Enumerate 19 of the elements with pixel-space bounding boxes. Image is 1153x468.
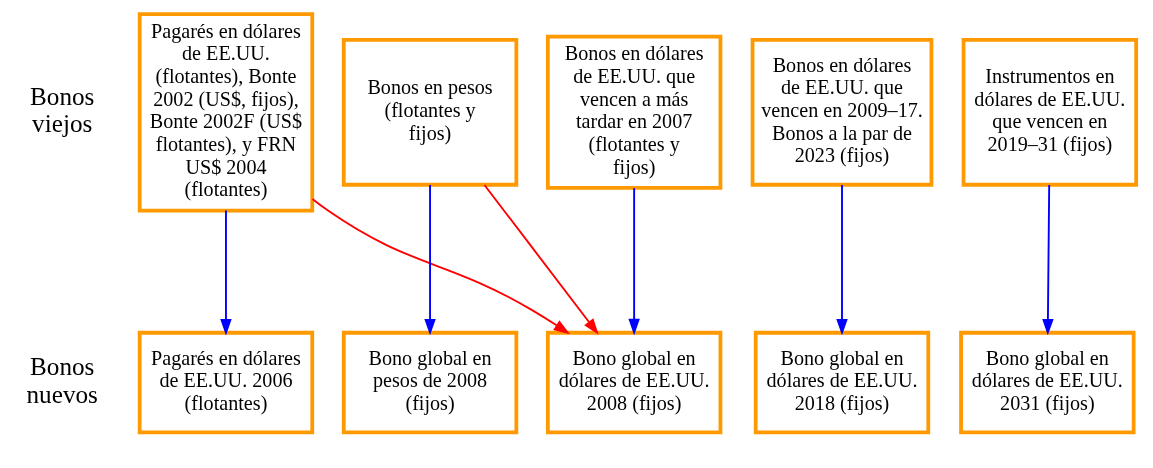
label: Bonos nuevos — [26, 352, 98, 408]
arrow — [220, 209, 232, 335]
node-box: Pagarés en dólares de EE.UU. 2006 (flotantes) — [137, 330, 315, 434]
label: Bonos viejos — [30, 82, 95, 137]
node-box: Bonos en dólares de EE.UU. que vencen a más tardar en 2007 (flotantes y fijos) — [545, 34, 723, 190]
arrow — [628, 186, 640, 335]
node-box: Bonos en pesos (flotantes y fijos) — [341, 37, 519, 187]
arrow — [311, 197, 570, 334]
node-box: Bono global en dólares de EE.UU. 2031 (fijos) — [959, 330, 1136, 434]
node-box: Bono global en dólares de EE.UU. 2018 (fijos) — [753, 330, 931, 434]
arrow — [424, 183, 436, 335]
node-box: Bono global en dólares de EE.UU. 2008 (fijos) — [545, 330, 723, 434]
arrow — [1042, 183, 1054, 335]
arrow — [836, 183, 848, 335]
node-box: Bonos en dólares de EE.UU. que vencen en 2009–17. Bonos a la par de 2023 (fijos) — [750, 37, 934, 187]
node-box: Instrumentos en dólares de EE.UU. que vencen en 2019–31 (fijos) — [961, 37, 1139, 187]
node-box: Bono global en pesos de 2008 (fijos) — [341, 330, 519, 434]
node-box: Pagarés en dólares de EE.UU. (flotantes), Bonte 2002 (US$, fijos), Bonte 2002F (US$ flotantes), y FRN US$ 2004 (flotantes) — [137, 11, 315, 212]
arrow — [483, 183, 599, 335]
